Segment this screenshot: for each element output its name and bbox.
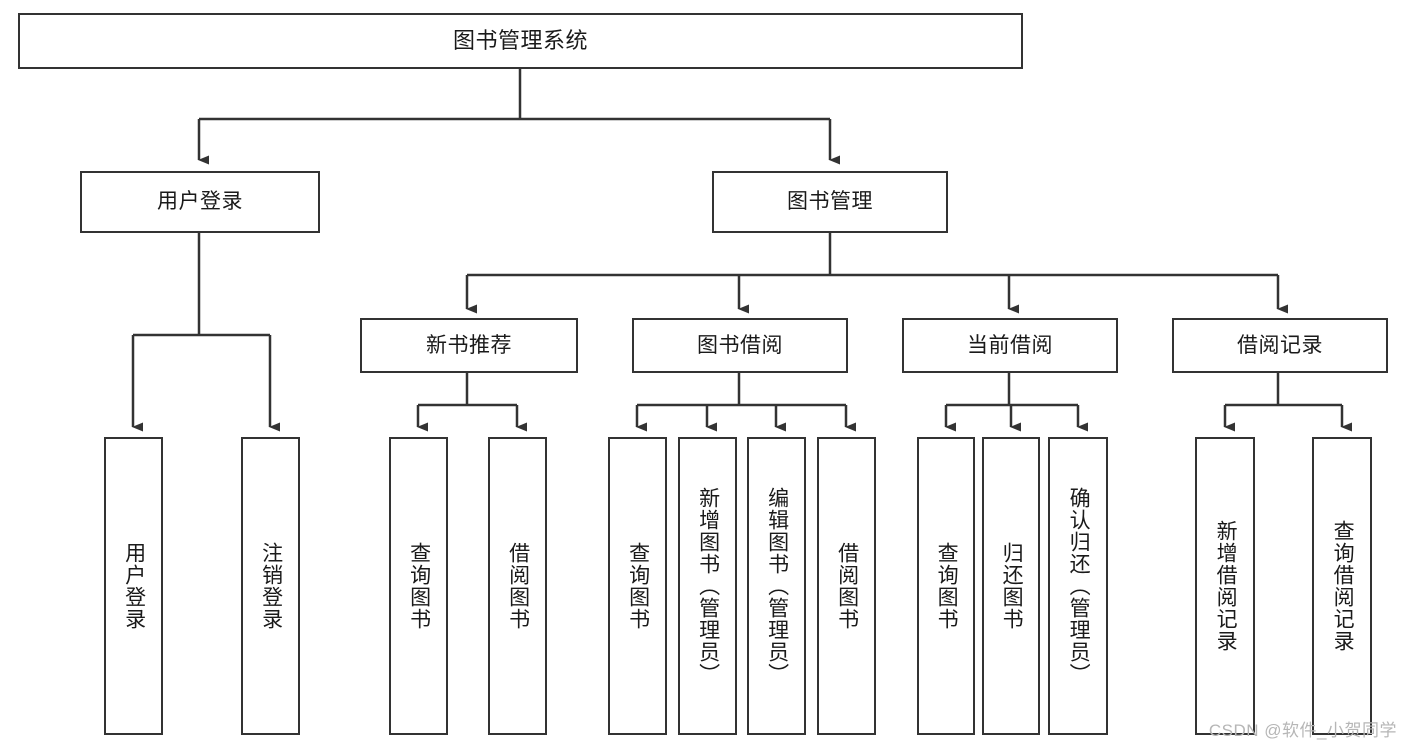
node-label: 查询图书 xyxy=(626,542,650,630)
node-root-book-management-system[interactable]: 图书管理系统 xyxy=(18,13,1023,69)
node-label: 确认归还（管理员） xyxy=(1067,487,1091,685)
node-label: 编辑图书（管理员） xyxy=(765,487,789,685)
node-book-borrow[interactable]: 图书借阅 xyxy=(632,318,848,373)
node-label: 当前借阅 xyxy=(967,333,1053,357)
node-label: 新增借阅记录 xyxy=(1214,520,1238,652)
node-leaf-logout-login[interactable]: 注销登录 xyxy=(241,437,300,735)
node-leaf-add-book-admin[interactable]: 新增图书（管理员） xyxy=(678,437,737,735)
node-leaf-query-book-borrow[interactable]: 查询图书 xyxy=(608,437,667,735)
node-book-management[interactable]: 图书管理 xyxy=(712,171,948,233)
node-label: 查询借阅记录 xyxy=(1331,520,1355,652)
node-leaf-user-login[interactable]: 用户登录 xyxy=(104,437,163,735)
node-label: 图书管理系统 xyxy=(452,27,588,53)
node-label: 注销登录 xyxy=(259,542,283,630)
node-leaf-confirm-return-admin[interactable]: 确认归还（管理员） xyxy=(1048,437,1108,735)
csdn-watermark: CSDN @软件_小贺同学 xyxy=(1208,721,1397,740)
node-label: 借阅图书 xyxy=(835,542,859,630)
node-leaf-query-borrow-record[interactable]: 查询借阅记录 xyxy=(1312,437,1372,735)
node-leaf-return-book[interactable]: 归还图书 xyxy=(982,437,1040,735)
node-leaf-add-borrow-record[interactable]: 新增借阅记录 xyxy=(1195,437,1255,735)
node-leaf-query-book-newbook[interactable]: 查询图书 xyxy=(389,437,448,735)
node-user-login[interactable]: 用户登录 xyxy=(80,171,320,233)
node-label: 图书借阅 xyxy=(697,333,783,357)
node-label: 查询图书 xyxy=(407,542,431,630)
node-label: 用户登录 xyxy=(122,542,146,630)
node-label: 查询图书 xyxy=(935,542,959,630)
node-label: 归还图书 xyxy=(1000,542,1024,630)
node-label: 用户登录 xyxy=(157,190,243,214)
node-label: 借阅图书 xyxy=(506,542,530,630)
node-current-borrow[interactable]: 当前借阅 xyxy=(902,318,1118,373)
node-leaf-borrow-book[interactable]: 借阅图书 xyxy=(817,437,876,735)
node-label: 借阅记录 xyxy=(1237,333,1323,357)
node-label: 图书管理 xyxy=(787,190,873,214)
node-leaf-edit-book-admin[interactable]: 编辑图书（管理员） xyxy=(747,437,806,735)
node-leaf-query-book-current[interactable]: 查询图书 xyxy=(917,437,975,735)
node-new-book-recommend[interactable]: 新书推荐 xyxy=(360,318,578,373)
node-borrow-record[interactable]: 借阅记录 xyxy=(1172,318,1388,373)
node-leaf-borrow-book-newbook[interactable]: 借阅图书 xyxy=(488,437,547,735)
node-label: 新书推荐 xyxy=(426,333,512,357)
node-label: 新增图书（管理员） xyxy=(696,487,720,685)
